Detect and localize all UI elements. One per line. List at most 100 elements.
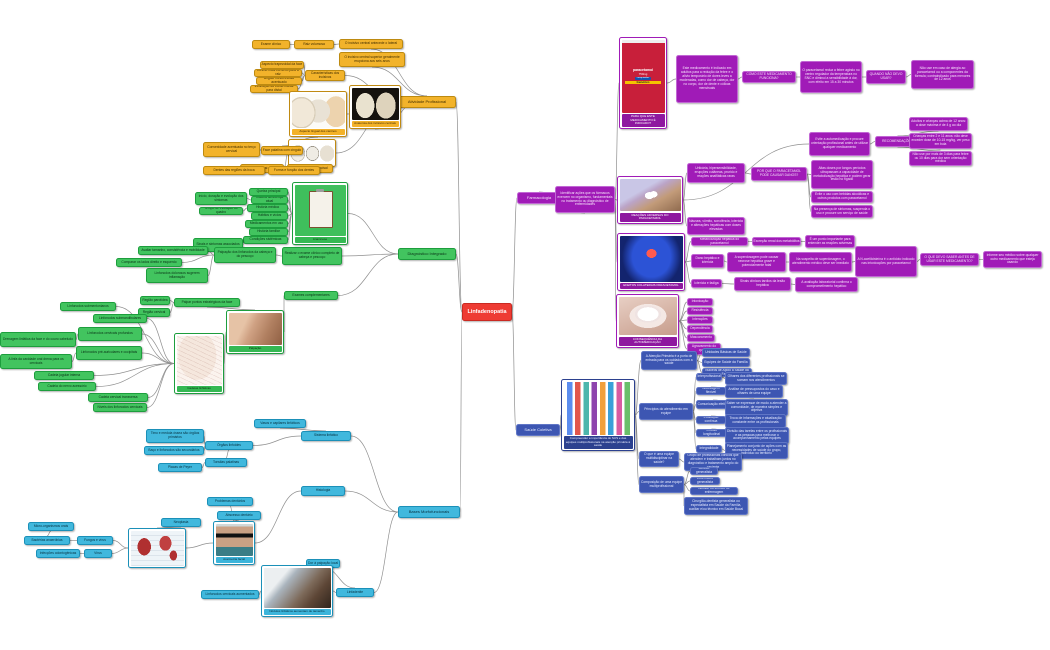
mindmap-node-d12d[interactable]: Grupo de profissionais clínicos que aten… [684, 453, 742, 471]
mindmap-node-pb5[interactable]: Não use por mais de 3 dias para febre ou… [909, 151, 972, 166]
mindmap-node-d14[interactable]: Médico generalista [690, 467, 718, 475]
mindmap-node-b5[interactable]: Baço e linfonodos são secundários [144, 446, 204, 455]
mindmap-node-pd1[interactable]: Intoxicação [687, 298, 713, 306]
mindmap-node-b15[interactable]: Infecções odontogênicas [36, 549, 80, 558]
mindmap-node-b14[interactable]: Vírus [84, 549, 112, 558]
mindmap-node-pc1[interactable]: Metabolização hepática do paracetamol [691, 237, 748, 246]
mindmap-node-b8[interactable]: Histologia [301, 486, 345, 496]
mindmap-node-y5[interactable]: Ângulo mésio-incisal acentuado [256, 77, 302, 85]
mindmap-node-ya[interactable]: O incisivo central antecede o lateral [339, 39, 403, 49]
mindmap-node-g32[interactable]: Linfonodos submandibulares [93, 314, 147, 323]
mindmap-node-pa3[interactable]: O paracetamol reduz a febre agindo no ce… [800, 61, 862, 93]
mindmap-node-g31[interactable]: Linfonodos submentonianos [60, 302, 116, 311]
mindmap-node-d9d[interactable]: Troca de informações e atualização const… [725, 414, 786, 428]
mindmap-node-ph2[interactable]: Náusea, vômito, sonolência, icterícia e … [687, 217, 745, 235]
mindmap-node-pc2[interactable]: Excreção renal dos metabólitos [752, 237, 801, 246]
mindmap-node-y9[interactable]: Convexidade acentuada no terço cervical [203, 142, 260, 157]
mindmap-node-d7[interactable]: Abordagem flexível [696, 387, 726, 395]
mindmap-node-pd5[interactable]: Mascaramento [687, 334, 715, 342]
mindmap-node-g33[interactable]: Linfonodos cervicais profundos [78, 327, 142, 341]
mindmap-node-b9[interactable]: Problemas dentários [207, 497, 253, 506]
mindmap-node-pd3[interactable]: Interações [687, 316, 713, 324]
mindmap-node-pd2[interactable]: Resistência [687, 307, 713, 315]
mindmap-node-y2[interactable]: Exame clínico [252, 40, 290, 49]
mindmap-node-g36[interactable]: A linfa da cavidade oral drena para os c… [0, 354, 72, 369]
mindmap-node-d9[interactable]: Educação contínua [696, 416, 726, 424]
mindmap-node-g22[interactable]: Comparar os lados direito e esquerdo [116, 258, 182, 267]
mindmap-node-b13[interactable]: Fungos e vírus [77, 536, 113, 545]
mindmap-node-d6[interactable]: Interprofissional [696, 373, 722, 381]
mindmap-node-pc3[interactable]: É um ponto importante para entender as r… [805, 235, 855, 248]
mindmap-node-g39[interactable]: Cadeia cervical transversa [88, 393, 148, 402]
mindmap-node-y10[interactable]: Face palatina com cíngulo [261, 146, 303, 155]
mindmap-node-b3[interactable]: Órgãos linfoides [205, 441, 253, 450]
lymphatic-system-image[interactable]: EFEITOS COLATERAIS PARACETAMOL [617, 233, 685, 291]
branch-diagnostico-integrado[interactable]: Diagnóstico Integrado [398, 248, 456, 260]
mindmap-node-pc11[interactable]: Sinais clínicos tardios da lesão hepátic… [734, 277, 791, 291]
mindmap-node-pc4[interactable]: Dano hepático e icterícia [691, 254, 724, 268]
mindmap-node-pa1[interactable]: Este medicamento é indicado em adultos p… [676, 55, 738, 103]
mindmap-node-g21[interactable]: Avaliar tamanho, consistência e mobilida… [138, 246, 208, 255]
mindmap-node-g38[interactable]: Cadeia do nervo acessório [38, 382, 96, 391]
mindmap-node-b6[interactable]: Tonsilas palatinas [205, 458, 247, 467]
mindmap-node-gs7[interactable]: Condições sistêmicas [243, 236, 288, 244]
mindmap-node-d12[interactable]: O que é uma equipe multidisciplinar na s… [639, 451, 679, 467]
mindmap-node-d1[interactable]: A Atenção Primária é a porta de entrada … [641, 351, 697, 370]
microorganisms-image[interactable] [128, 528, 186, 568]
mindmap-node-y1[interactable]: Raiz volumosa [294, 40, 334, 49]
hand-pills-image[interactable]: REAÇÕES ADVERSAS DO PARACETAMOL [617, 176, 683, 224]
mindmap-node-pc6[interactable]: Na suspeita de superdosagem, o atendimen… [789, 252, 852, 272]
mindmap-node-b4[interactable]: Timo e medula óssea são órgãos primários [146, 429, 204, 443]
mindmap-node-gs3a[interactable]: Tempo de evolução do quadro [199, 207, 243, 215]
mindmap-node-yb[interactable]: O incisivo central superior geralmente e… [339, 52, 405, 67]
mindmap-node-b12[interactable]: Bactérias anaeróbias [24, 536, 70, 545]
neck-palpation-image[interactable]: Palpação [226, 310, 284, 354]
mindmap-node-d15[interactable]: Enfermeiro generalista [690, 477, 720, 485]
mindmap-node-d7d[interactable]: Análise de pressupostos do caso e olhare… [725, 385, 783, 398]
mindmap-node-g20[interactable]: Palpação dos linfonodos da cabeça e do p… [214, 247, 276, 263]
mindmap-node-gs6[interactable]: História familiar [249, 228, 288, 236]
mindmap-node-ghub2[interactable]: Realizar o exame clínico completo de cab… [282, 247, 342, 265]
mindmap-node-y6[interactable]: Inclinação da borda incisal para distal [250, 85, 298, 93]
mindmap-node-gs4[interactable]: Hábitos e vícios [251, 212, 288, 220]
mindmap-node-pintro[interactable]: Identificar ações que os fármacos exerce… [555, 186, 615, 213]
neck-exam-image[interactable]: Nódulos linfáticos aumentam de tamanho [261, 565, 333, 617]
health-team-image[interactable]: Compreender a importância do SUS e das e… [561, 379, 635, 451]
mindmap-node-g23[interactable]: Linfonodos dolorosos sugerem inflamação [146, 268, 208, 283]
mindmap-node-d2[interactable]: Unidades Básicas de Saúde [702, 348, 750, 357]
mindmap-node-g40[interactable]: Níveis dos linfonodos cervicais [93, 403, 147, 412]
mindmap-node-ph5[interactable]: Evite o uso com bebidas alcoólicas e out… [811, 191, 873, 203]
anamnese-image[interactable]: Anamnese [292, 182, 348, 245]
mindmap-node-g25[interactable]: Região parotídea [140, 296, 170, 305]
mindmap-node-pb1[interactable]: Evite a automedicação e procure orientaç… [809, 132, 870, 156]
central-topic[interactable]: Linfadenopatia [462, 303, 512, 321]
incisors-photo-image[interactable]: Anatomia dos incisivos centrais [349, 85, 401, 129]
mindmap-node-pa4[interactable]: QUANDO NÃO DEVO USAR? [866, 70, 906, 84]
mindmap-node-b19[interactable]: Linfonodos cervicais aumentados [201, 590, 259, 599]
mindmap-node-d5[interactable]: Princípios do atendimento em equipe [639, 403, 693, 420]
mindmap-node-gs2[interactable]: História da doença atual [251, 196, 288, 204]
mindmap-node-g35[interactable]: Linfonodos pré-auriculares e occipitais [76, 346, 142, 360]
facial-asymmetry-image[interactable]: Assimetria facial [213, 521, 255, 565]
mindmap-node-pc10[interactable]: Icterícia e fadiga [691, 279, 722, 288]
mindmap-node-d6d[interactable]: Olhares dos diferentes profissionais se … [725, 372, 787, 385]
pills-hands-image[interactable]: CONSEQUÊNCIA DA AUTOMEDICAÇÃO [616, 294, 679, 348]
mindmap-node-ph6[interactable]: Na presença de sintomas, suspenda o uso … [811, 205, 873, 218]
mindmap-node-d13[interactable]: Composição de uma equipe multiprofission… [639, 476, 684, 493]
mindmap-node-y4[interactable]: Desvio mais convexo para a raiz [254, 69, 302, 77]
mindmap-node-gs1[interactable]: Queixa principal [249, 188, 288, 196]
mindmap-node-ph3[interactable]: POR QUE O PARACETAMOL PODE CAUSAR DANOS? [751, 167, 807, 181]
mindmap-node-d17[interactable]: Cirurgião-dentista generalista ou especi… [684, 497, 748, 515]
mindmap-node-pb3[interactable]: Adultos e crianças acima de 12 anos: a d… [909, 117, 968, 131]
mindmap-node-g37[interactable]: Cadeia jugular interna [34, 371, 94, 380]
mindmap-node-pc7[interactable]: A N-acetilcisteína é o antídoto indicado… [855, 246, 917, 277]
mindmap-node-yhub[interactable]: Características dos incisivos [305, 70, 345, 81]
mindmap-node-pc12[interactable]: A avaliação laboratorial confirma o comp… [795, 277, 858, 292]
mindmap-node-gexc[interactable]: Exames complementares [284, 291, 338, 300]
mindmap-node-g26[interactable]: Região cervical [138, 308, 170, 317]
mindmap-node-d10[interactable]: Vínculo longitudinal [696, 429, 727, 437]
mindmap-node-b1[interactable]: Sistema linfático [301, 431, 351, 441]
mindmap-node-gs3[interactable]: História médica [247, 204, 288, 212]
